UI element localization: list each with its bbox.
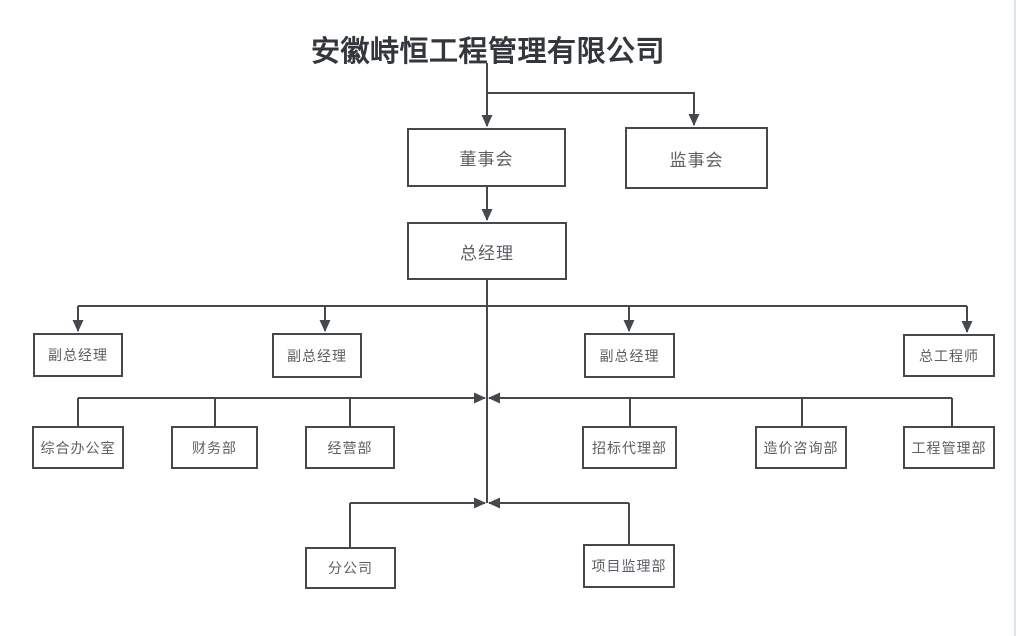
org-node-label: 总工程师	[919, 347, 979, 364]
org-node-label: 监事会	[669, 150, 724, 170]
org-node-general-manager: 总经理	[407, 222, 567, 280]
org-node-label: 综合办公室	[40, 439, 116, 456]
org-node-board-of-directors: 董事会	[407, 128, 566, 187]
org-node-label: 总经理	[460, 243, 514, 263]
org-node-deputy-general-manager-2: 副总经理	[272, 333, 362, 378]
company-title: 安徽峙恒工程管理有限公司	[310, 36, 666, 68]
org-node-label: 项目监理部	[591, 558, 667, 574]
org-node-label: 副总经理	[287, 347, 347, 364]
org-node-label: 副总经理	[599, 347, 660, 364]
org-node-label: 副总经理	[48, 347, 108, 363]
org-node-label: 财务部	[192, 439, 237, 456]
org-node-bidding-agency-dept: 招标代理部	[582, 426, 677, 469]
org-node-deputy-general-manager-1: 副总经理	[33, 333, 123, 377]
org-node-operations-dept: 经营部	[305, 426, 395, 469]
org-node-engineering-mgmt-dept: 工程管理部	[903, 426, 995, 469]
org-node-finance-dept: 财务部	[171, 426, 258, 469]
org-node-deputy-general-manager-3: 副总经理	[584, 333, 675, 378]
org-node-label: 经营部	[327, 439, 373, 456]
org-node-label: 分公司	[328, 560, 373, 576]
org-node-supervisory-board: 监事会	[625, 127, 768, 189]
org-node-label: 工程管理部	[911, 439, 987, 456]
org-node-label: 董事会	[459, 150, 514, 169]
org-node-project-supervision-dept: 项目监理部	[583, 544, 675, 588]
org-node-label: 造价咨询部	[763, 439, 839, 456]
org-node-branch-company: 分公司	[305, 547, 396, 589]
org-node-general-office: 综合办公室	[32, 426, 124, 469]
page-right-edge-divider	[1014, 0, 1016, 636]
org-node-chief-engineer: 总工程师	[903, 334, 995, 377]
org-node-label: 招标代理部	[592, 439, 667, 456]
connector-arrow	[487, 92, 700, 126]
org-node-cost-consulting-dept: 造价咨询部	[755, 426, 847, 469]
